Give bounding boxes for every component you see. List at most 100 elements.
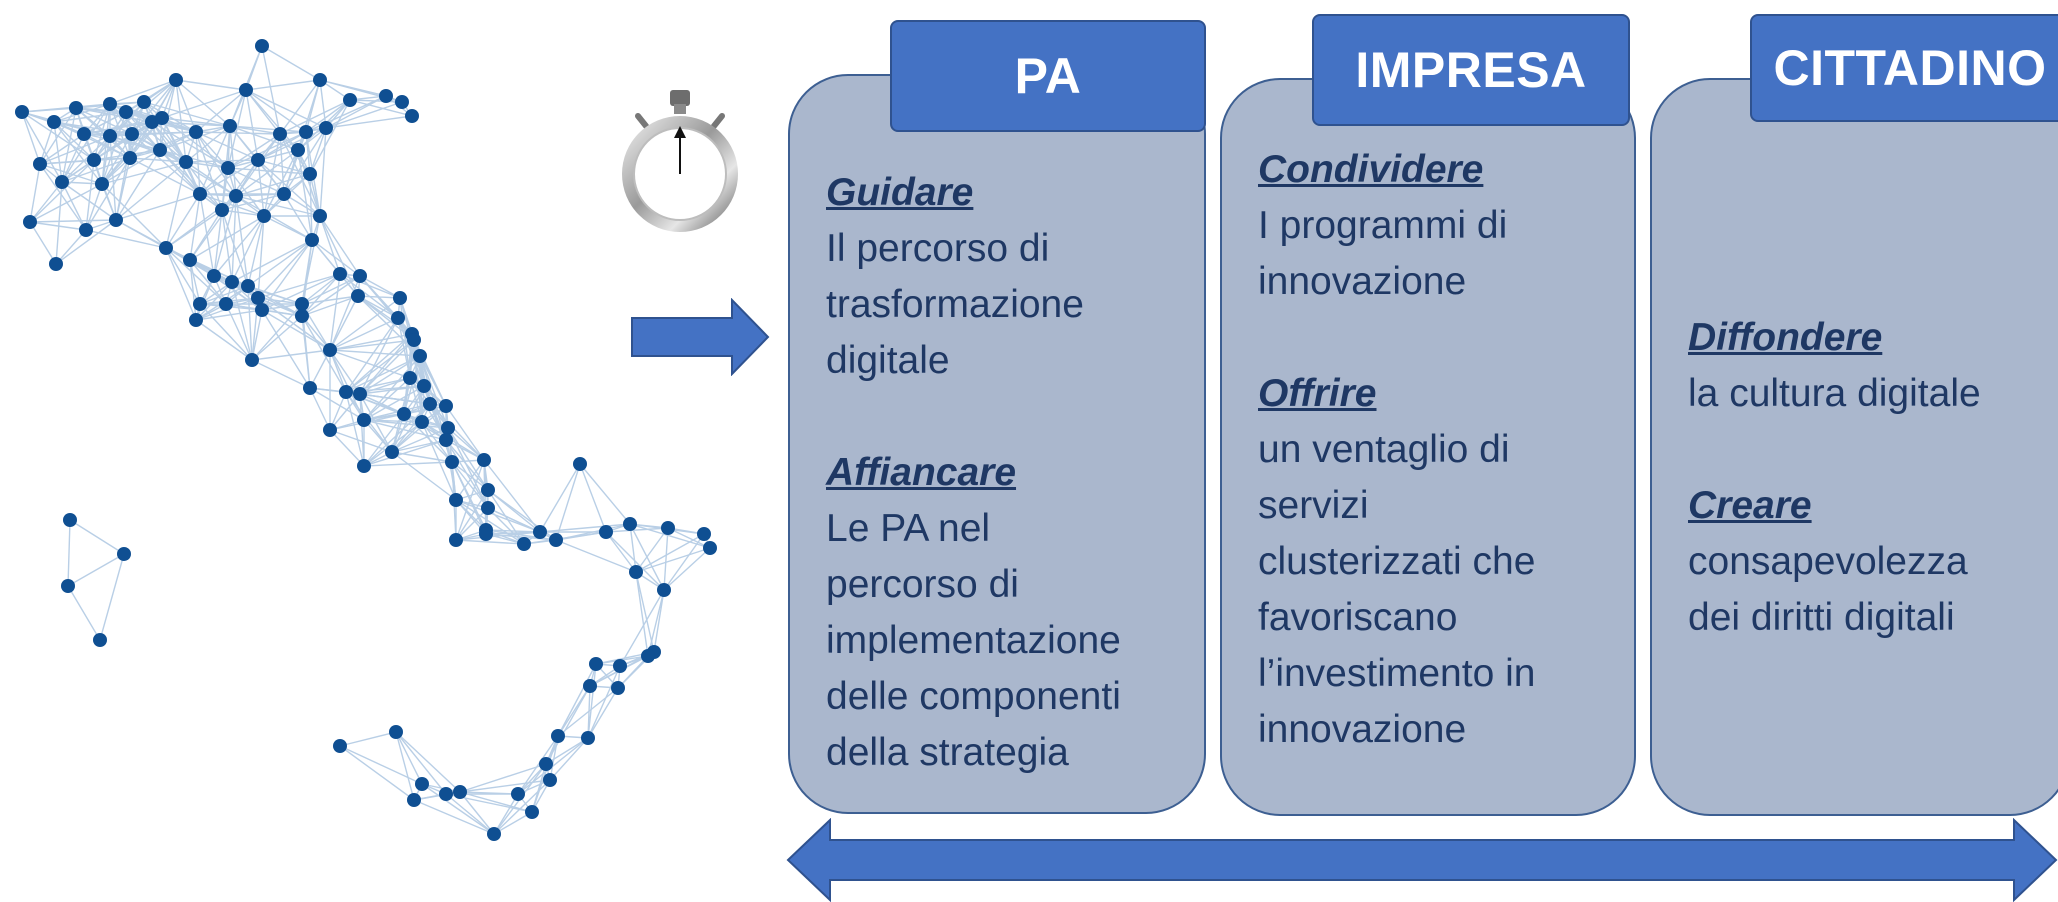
map-edge [221, 209, 249, 287]
map-edge [251, 309, 263, 361]
map-edge [421, 421, 485, 461]
map-edge [667, 527, 711, 549]
map-node [47, 115, 61, 129]
map-edge [391, 405, 447, 453]
map-edge [161, 117, 229, 169]
map-node [255, 39, 269, 53]
map-edge [75, 107, 131, 159]
map-edge [61, 103, 111, 183]
map-edge [555, 531, 607, 541]
map-edge [301, 315, 331, 351]
map-nodes [15, 39, 717, 841]
map-edge [391, 439, 447, 453]
map-edge [395, 731, 423, 785]
map-edge [455, 499, 541, 533]
map-node [357, 459, 371, 473]
map-edge [257, 159, 285, 195]
stopwatch-icon [622, 90, 738, 232]
map-edge [251, 303, 303, 361]
map-node [193, 187, 207, 201]
map-node [103, 129, 117, 143]
map-edge [263, 133, 281, 217]
map-edge [101, 149, 161, 185]
map-edge [301, 315, 347, 393]
map-node [79, 223, 93, 237]
map-edge [311, 239, 361, 277]
map-node [449, 493, 463, 507]
map-edge [257, 239, 313, 299]
map-edge [319, 215, 361, 277]
map-node [313, 209, 327, 223]
map-node [77, 127, 91, 141]
card-cittadino-content: Diffondere la cultura digitale Creare co… [1688, 310, 2058, 646]
map-edge [61, 181, 87, 231]
map-node [417, 379, 431, 393]
map-node [391, 311, 405, 325]
map-edge [109, 131, 197, 137]
map-edge [487, 507, 525, 545]
map-edge [143, 101, 231, 127]
map-edge [647, 589, 665, 657]
map-edge [363, 461, 453, 467]
map-edge [29, 221, 57, 265]
verb-creare: Creare [1688, 484, 1812, 527]
map-edge [235, 173, 311, 197]
map-edge [545, 737, 589, 765]
map-edge [101, 161, 187, 185]
map-edge [257, 131, 307, 161]
map-node [277, 187, 291, 201]
map-edge [445, 793, 495, 835]
map-edge [579, 463, 631, 525]
map-node [415, 777, 429, 791]
map-edge [221, 167, 229, 211]
map-edge [485, 533, 557, 541]
map-edge [329, 333, 413, 351]
map-edge [109, 79, 177, 105]
map-edge [531, 763, 547, 813]
map-node [117, 547, 131, 561]
map-edge [251, 315, 303, 361]
map-node [33, 157, 47, 171]
map-node [389, 725, 403, 739]
map-edge [195, 131, 237, 197]
map-edge [283, 149, 299, 195]
map-edge [663, 527, 669, 591]
map-edge [329, 429, 365, 467]
map-node [641, 649, 655, 663]
desc-guidare: Il percorso di trasformazione digitale [826, 227, 1084, 382]
map-edge [175, 79, 197, 133]
map-edge [115, 149, 161, 221]
map-edge [101, 183, 167, 249]
map-node [413, 349, 427, 363]
map-node [613, 659, 627, 673]
map-edge [165, 161, 187, 249]
map-edge [413, 799, 495, 835]
map-node [353, 269, 367, 283]
map-edge [195, 309, 263, 321]
map-node [407, 333, 421, 347]
map-edge [451, 461, 487, 535]
map-edge [257, 215, 265, 299]
map-edge [225, 303, 253, 361]
map-edge [235, 195, 249, 287]
map-node [481, 501, 495, 515]
map-edge [345, 391, 365, 467]
map-edge [539, 463, 581, 533]
map-edge [359, 333, 413, 395]
map-edge [61, 181, 117, 221]
map-node [189, 313, 203, 327]
map-edge [339, 273, 401, 299]
map-node [393, 291, 407, 305]
map-edge [165, 247, 227, 305]
map-node [323, 343, 337, 357]
map-node [487, 827, 501, 841]
map-edge [447, 427, 489, 491]
map-edge [483, 459, 541, 533]
map-edge [605, 531, 665, 591]
map-node [323, 423, 337, 437]
tab-pa: PA [890, 20, 1206, 132]
map-edge [409, 377, 423, 423]
map-node [305, 233, 319, 247]
map-edge [395, 731, 461, 793]
map-edge [195, 131, 201, 195]
